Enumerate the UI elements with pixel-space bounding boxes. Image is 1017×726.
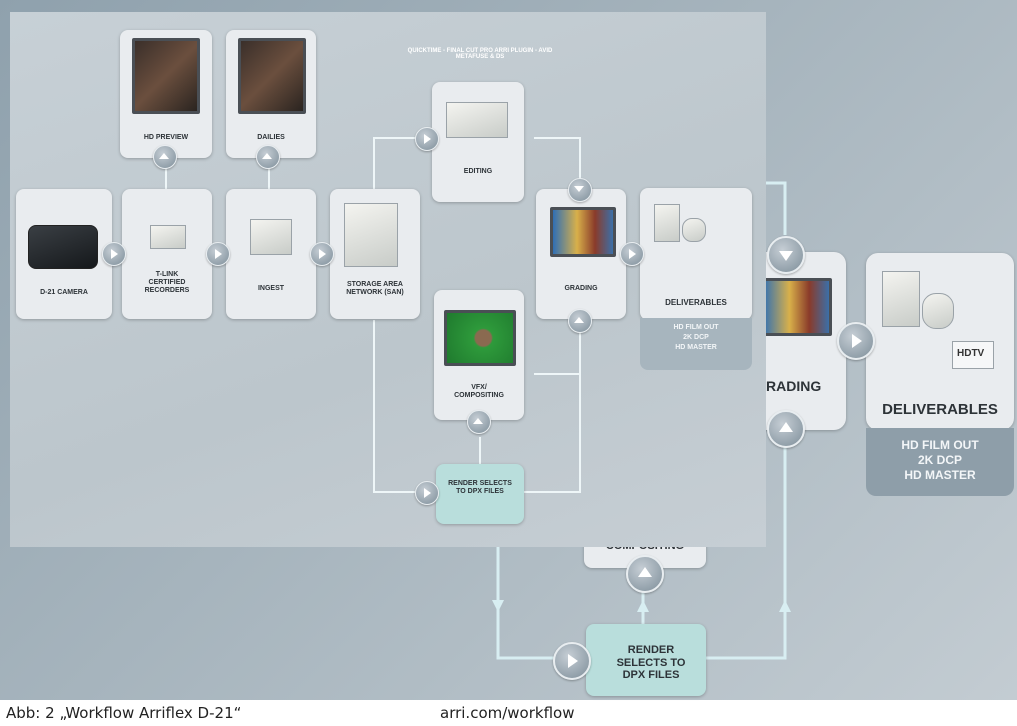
large-deliverables-camera-image bbox=[922, 293, 954, 329]
d21-camera-image bbox=[28, 225, 98, 269]
up-arrow-icon bbox=[473, 418, 483, 424]
editing-workstation-image bbox=[446, 102, 508, 138]
san-server-image bbox=[344, 203, 398, 267]
inset-render-label: RENDER SELECTS TO DPX FILES bbox=[448, 480, 512, 496]
large-hdtv-image: HDTV bbox=[952, 341, 994, 369]
right-arrow-icon bbox=[215, 249, 222, 259]
large-format-3: HD MASTER bbox=[904, 468, 976, 482]
deliverables-equipment-image bbox=[654, 204, 680, 242]
right-arrow-icon bbox=[629, 249, 636, 259]
large-render-label: RENDER SELECTS TO DPX FILES bbox=[616, 644, 686, 682]
inset-deliverables-formats-panel: HD FILM OUT 2K DCP HD MASTER bbox=[640, 318, 752, 370]
grading-monitor-image bbox=[550, 207, 616, 257]
inset-recorders-label: T-LINK CERTIFIED RECORDERS bbox=[144, 271, 190, 295]
large-deliverables-label: DELIVERABLES bbox=[882, 401, 998, 418]
ingest-right-button[interactable] bbox=[310, 242, 334, 266]
right-arrow-icon bbox=[424, 488, 431, 498]
large-right-arrow-button[interactable] bbox=[837, 322, 875, 360]
up-arrow-icon bbox=[262, 153, 272, 159]
large-deliverables-formats-panel: HD FILM OUT 2K DCP HD MASTER bbox=[866, 428, 1014, 496]
large-deliverables-equipment-image bbox=[882, 271, 920, 327]
inset-editing-card: EDITING bbox=[432, 82, 524, 202]
down-arrow-icon bbox=[779, 251, 793, 261]
inset-grading-label: GRADING bbox=[564, 285, 598, 292]
large-hdtv-badge: HDTV bbox=[957, 348, 985, 359]
inset-vfx-label: VFX/ COMPOSITING bbox=[454, 384, 504, 400]
large-compositing-up-button[interactable] bbox=[626, 555, 664, 593]
hd-preview-up-button[interactable] bbox=[153, 145, 177, 169]
right-arrow-icon bbox=[852, 334, 862, 348]
right-arrow-icon bbox=[111, 249, 118, 259]
inset-render-card: RENDER SELECTS TO DPX FILES bbox=[436, 464, 524, 524]
source-url: arri.com/workflow bbox=[440, 704, 575, 722]
inset-ingest-card: INGEST bbox=[226, 189, 316, 319]
inset-deliverables-label: DELIVERABLES bbox=[665, 298, 727, 307]
vfx-up-button[interactable] bbox=[467, 410, 491, 434]
vfx-greenscreen-image bbox=[444, 310, 516, 366]
down-arrow-icon bbox=[574, 186, 584, 192]
inset-diagram: QUICKTIME - FINAL CUT PRO ARRI PLUGIN - … bbox=[10, 12, 766, 547]
inset-ingest-label: INGEST bbox=[257, 285, 285, 292]
inset-dailies-card: DAILIES bbox=[226, 30, 316, 158]
large-render-right-button[interactable] bbox=[553, 642, 591, 680]
inset-camera-card: D-21 CAMERA bbox=[16, 189, 112, 319]
inset-hd-preview-card: HD PREVIEW bbox=[120, 30, 212, 158]
up-arrow-icon bbox=[779, 422, 793, 432]
up-arrow-icon bbox=[159, 153, 169, 159]
large-format-2: 2K DCP bbox=[917, 453, 962, 467]
dailies-monitor-image bbox=[238, 38, 306, 114]
up-arrow-icon bbox=[638, 567, 652, 577]
camera-right-button[interactable] bbox=[102, 242, 126, 266]
recorder-image bbox=[150, 225, 186, 249]
recorders-right-button[interactable] bbox=[206, 242, 230, 266]
up-arrow-icon bbox=[574, 317, 584, 323]
right-arrow-icon bbox=[424, 134, 431, 144]
large-render-card: RENDER SELECTS TO DPX FILES bbox=[586, 624, 706, 696]
inset-hd-preview-label: HD PREVIEW bbox=[143, 134, 189, 141]
large-deliverables-card: HDTV DELIVERABLES bbox=[866, 253, 1014, 430]
inset-san-label: STORAGE AREA NETWORK (SAN) bbox=[346, 281, 404, 297]
grading-up-button[interactable] bbox=[568, 309, 592, 333]
inset-format-1: HD FILM OUT bbox=[673, 324, 719, 331]
inset-top-note: QUICKTIME - FINAL CUT PRO ARRI PLUGIN - … bbox=[407, 48, 553, 60]
inset-format-3: HD MASTER bbox=[675, 344, 717, 351]
large-down-arrow-button[interactable] bbox=[767, 236, 805, 274]
inset-dailies-label: DAILIES bbox=[257, 134, 285, 141]
inset-format-2: 2K DCP bbox=[683, 334, 709, 341]
large-grading-monitor-image bbox=[760, 278, 832, 336]
large-grading-label: RADING bbox=[766, 378, 822, 394]
figure-caption: Abb: 2 „Workflow Arriflex D-21“ bbox=[6, 704, 242, 722]
right-arrow-icon bbox=[568, 654, 578, 668]
dailies-up-button[interactable] bbox=[256, 145, 280, 169]
inset-recorders-card: T-LINK CERTIFIED RECORDERS bbox=[122, 189, 212, 319]
large-up-arrow-button[interactable] bbox=[767, 410, 805, 448]
grading-down-button[interactable] bbox=[568, 178, 592, 202]
large-format-1: HD FILM OUT bbox=[901, 438, 979, 452]
ingest-device-image bbox=[250, 219, 292, 255]
deliverables-camera-image bbox=[682, 218, 706, 242]
right-arrow-icon bbox=[319, 249, 326, 259]
grading-right-button[interactable] bbox=[620, 242, 644, 266]
inset-editing-label: EDITING bbox=[463, 168, 493, 175]
inset-san-card: STORAGE AREA NETWORK (SAN) bbox=[330, 189, 420, 319]
inset-deliverables-card: DELIVERABLES bbox=[640, 188, 752, 320]
inset-grading-card: GRADING bbox=[536, 189, 626, 319]
inset-camera-label: D-21 CAMERA bbox=[40, 289, 88, 296]
inset-vfx-card: VFX/ COMPOSITING bbox=[434, 290, 524, 420]
render-right-button[interactable] bbox=[415, 481, 439, 505]
editing-right-button[interactable] bbox=[415, 127, 439, 151]
hd-preview-monitor-image bbox=[132, 38, 200, 114]
